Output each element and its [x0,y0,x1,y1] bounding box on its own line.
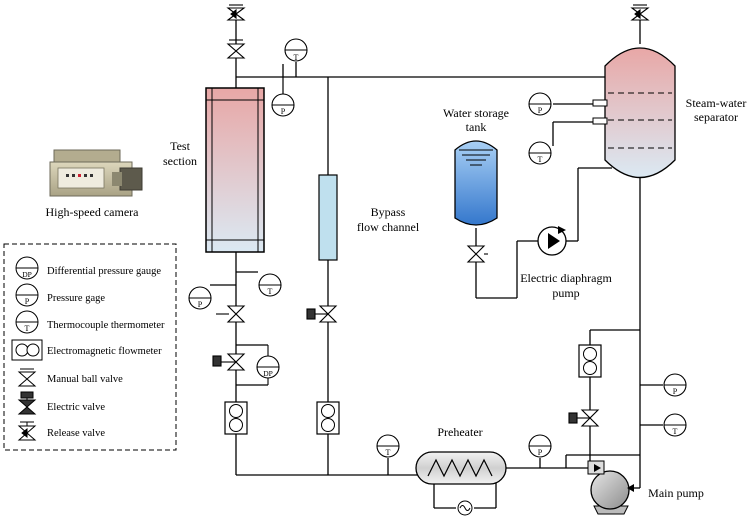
preheater-label: Preheater [437,425,482,439]
water-tank-label: Water storage [443,106,509,120]
legend-flowmeter-icon [11,339,43,361]
legend-thermocouple-icon: T [15,310,39,334]
legend-label-electric-valve: Electric valve [47,402,105,413]
water-tank-label-2: tank [466,120,487,134]
bypass-label: Bypass [371,205,406,219]
legend-electric-valve-icon [17,391,37,415]
thermocouple-separator: T [528,141,552,165]
legend-ball-valve-icon [17,368,37,387]
svg-text:DP: DP [263,369,273,378]
separator-label: Steam-water [686,96,747,110]
svg-text:T: T [386,448,391,457]
svg-text:P: P [538,106,543,115]
svg-text:P: P [673,387,678,396]
legend-label-ball-valve: Manual ball valve [47,374,123,385]
manual-ball-valve-test-top [226,39,246,59]
test-section-label-2: section [163,154,197,168]
legend-label-flowmeter: Electromagnetic flowmeter [47,346,162,357]
svg-text:DP: DP [22,270,32,279]
svg-text:P: P [25,297,30,306]
legend-pressure-gauge-icon: P [15,283,39,307]
legend-label-dp: Differential pressure gauge [47,266,161,277]
manual-ball-valve-testleg [216,305,246,323]
electric-valve-pump-branch [568,409,600,427]
main-pump [587,460,634,515]
svg-text:P: P [281,107,286,116]
thermocouple-testleg: T [258,273,282,297]
steam-water-separator [592,47,676,179]
diaphragm-pump-label-2: pump [552,286,579,300]
main-pump-label: Main pump [648,486,704,500]
release-valve-separator-top [630,4,650,21]
test-section-label: Test [170,139,190,153]
pressure-gauge-preheater-outlet: P [528,434,552,458]
legend-release-valve-icon [17,421,37,441]
preheater [415,451,507,516]
legend-dp-gauge-icon: DP [15,256,39,280]
pressure-gauge-header: P [271,93,295,117]
electric-valve-testleg [212,353,246,371]
electric-diaphragm-pump [537,226,567,256]
legend-label-thermocouple: Thermocouple thermometer [47,320,165,331]
pressure-gauge-testleg: P [188,286,212,310]
svg-text:P: P [198,300,203,309]
pressure-gauge-pump-line: P [663,373,687,397]
separator-label-2: separator [694,110,738,124]
flowmeter-testleg [224,401,248,435]
svg-text:P: P [538,448,543,457]
bypass-flow-channel [318,174,338,261]
thermocouple-pump-line: T [663,413,687,437]
thermocouple-return: T [376,434,400,458]
release-valve-test-top [226,4,246,21]
legend-label-release-valve: Release valve [47,428,105,439]
bypass-label-2: flow channel [357,220,420,234]
test-section [205,87,265,253]
manual-ball-valve-tank [466,245,488,263]
water-storage-tank [454,140,498,226]
legend: DP Differential pressure gauge P Pressur… [3,243,177,451]
legend-label-pressure: Pressure gage [47,293,105,304]
electric-valve-bypass [306,305,338,323]
dp-gauge-testleg: DP [256,345,280,385]
svg-text:T: T [538,155,543,164]
high-speed-camera-icon [49,149,143,197]
svg-text:T: T [673,427,678,436]
svg-text:T: T [294,53,299,62]
pressure-gauge-separator: P [528,92,552,116]
svg-text:T: T [268,287,273,296]
camera-label: High-speed camera [46,205,140,219]
diaphragm-pump-label: Electric diaphragm [520,271,612,285]
thermocouple-header: T [284,38,308,62]
flowmeter-pump-branch [578,344,602,378]
flowmeter-bypass [316,401,340,435]
svg-text:T: T [25,324,30,333]
